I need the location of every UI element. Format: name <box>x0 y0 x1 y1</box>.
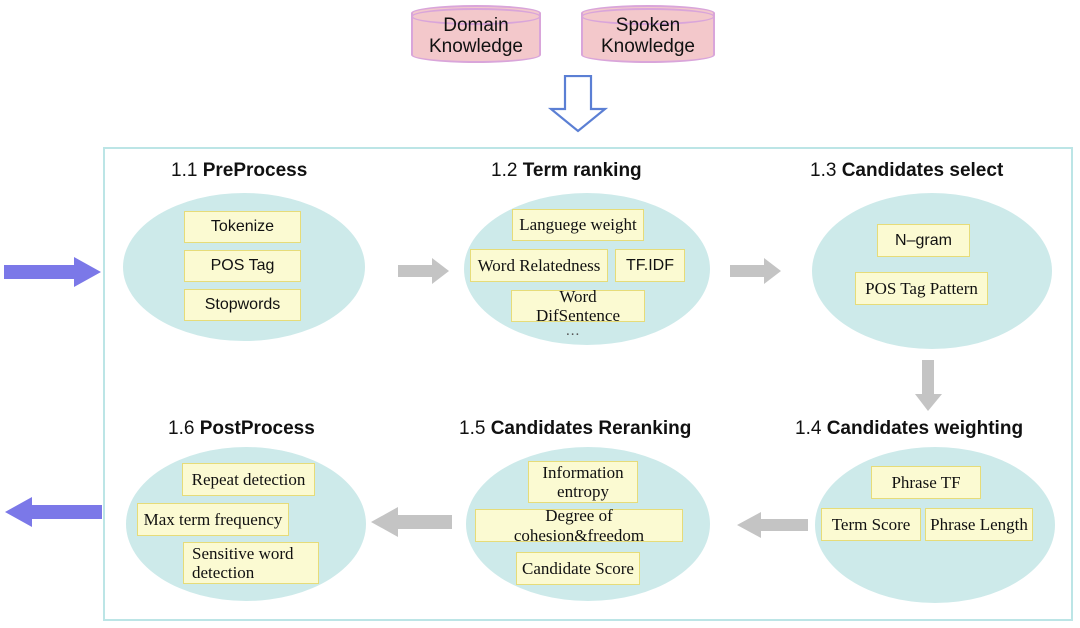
stage-1-2-chip-language-weight: Languege weight <box>512 209 644 241</box>
stage-1-2-chip-tf-idf: TF.IDF <box>615 249 685 282</box>
stage-1-6-chip-repeat-detection: Repeat detection <box>182 463 315 496</box>
stage-1-2-chip-word-difsentence: Word DifSentence <box>511 287 645 325</box>
stage-1-4-chip-term-score: Term Score <box>821 508 921 541</box>
domain-knowledge-line2: Knowledge <box>428 36 524 57</box>
stage-1-1-chip-tokenize: Tokenize <box>184 211 301 243</box>
cylinder-domain-knowledge: Domain Knowledge <box>411 5 541 63</box>
knowledge-feed-arrow-icon <box>547 75 609 133</box>
stage-1-4-chip-phrase-length: Phrase Length <box>925 508 1033 541</box>
stage-1-3-chip-pos-tag-pattern: POS Tag Pattern <box>855 272 988 305</box>
pipeline-container <box>103 147 1073 621</box>
domain-knowledge-line1: Domain <box>443 14 509 36</box>
cylinder-domain-knowledge-label: Domain Knowledge <box>429 11 523 58</box>
stage-1-4-number: 1.4 <box>795 418 822 439</box>
stage-1-1-title: 1.1 PreProcess <box>171 160 307 182</box>
stage-1-5-chip-information-entropy: Information entropy <box>528 461 638 503</box>
stage-1-3-title: 1.3 Candidates select <box>810 160 1003 182</box>
stage-1-3-number: 1.3 <box>810 160 837 181</box>
stage-1-6-title: 1.6 PostProcess <box>168 418 315 440</box>
stage-1-4-title: 1.4 Candidates weighting <box>795 418 1023 440</box>
arrow-1-3-to-1-4-icon <box>915 360 942 411</box>
stage-1-3-chip-n-gram: N–gram <box>877 224 970 257</box>
stage-1-1-chip-stopwords: Stopwords <box>184 289 301 321</box>
stage-1-6-name: PostProcess <box>199 418 315 439</box>
stage-1-5-chip-candidate-score: Candidate Score <box>516 552 640 585</box>
arrow-1-5-to-1-6-icon <box>371 507 452 537</box>
stage-1-1-name: PreProcess <box>202 160 308 181</box>
output-arrow-icon <box>5 497 102 527</box>
stage-1-2-number: 1.2 <box>491 160 518 181</box>
stage-1-3-ellipse <box>812 193 1052 349</box>
stage-1-4-name: Candidates weighting <box>826 418 1024 439</box>
stage-1-3-name: Candidates select <box>841 160 1004 181</box>
stage-1-5-number: 1.5 <box>459 418 486 439</box>
stage-1-5-name: Candidates Reranking <box>490 418 692 439</box>
stage-1-6-chip-max-term-frequency: Max term frequency <box>137 503 289 536</box>
stage-1-1-chip-pos-tag: POS Tag <box>184 250 301 282</box>
spoken-knowledge-line1: Spoken <box>615 14 681 36</box>
stage-1-6-number: 1.6 <box>168 418 195 439</box>
stage-1-2-name: Term ranking <box>522 160 642 181</box>
cylinder-spoken-knowledge-label: Spoken Knowledge <box>601 11 695 58</box>
arrow-1-1-to-1-2-icon <box>398 258 449 284</box>
stage-1-5-chip-degree-cohesion-freedom: Degree of cohesion&freedom <box>475 506 683 545</box>
stage-1-2-chip-word-relatedness: Word Relatedness <box>470 249 608 282</box>
stage-1-2-title: 1.2 Term ranking <box>491 160 642 182</box>
stage-1-2-ellipsis: ... <box>566 323 581 339</box>
stage-1-5-title: 1.5 Candidates Reranking <box>459 418 691 440</box>
stage-1-4-chip-phrase-tf: Phrase TF <box>871 466 981 499</box>
stage-1-1-number: 1.1 <box>171 160 198 181</box>
stage-1-6-chip-sensitive-word-detection: Sensitive word detection <box>183 542 319 584</box>
spoken-knowledge-line2: Knowledge <box>600 36 696 57</box>
arrow-1-4-to-1-5-icon <box>737 512 808 538</box>
arrow-1-2-to-1-3-icon <box>730 258 781 284</box>
input-arrow-icon <box>4 257 101 287</box>
cylinder-spoken-knowledge: Spoken Knowledge <box>581 5 715 63</box>
